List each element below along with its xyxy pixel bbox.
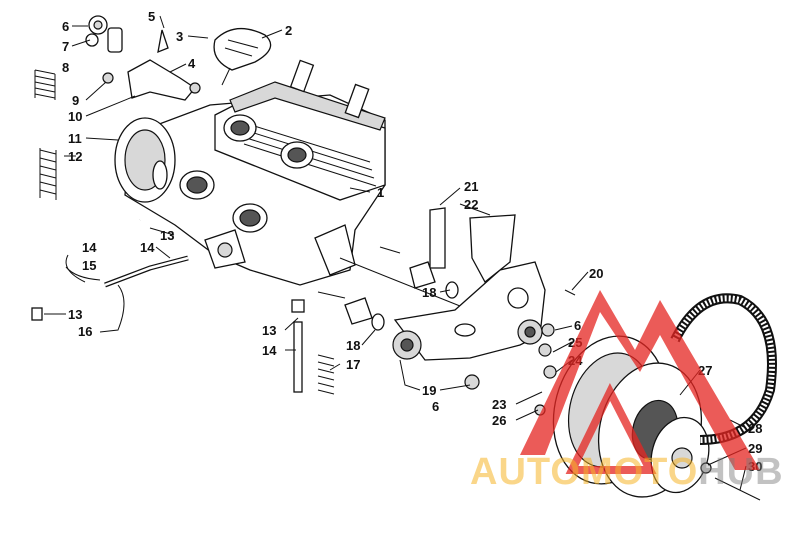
spring-part-12 bbox=[39, 148, 57, 200]
callout-6-repeat: 6 bbox=[432, 399, 439, 414]
callout-22: 22 bbox=[464, 197, 478, 212]
callout-7: 7 bbox=[62, 39, 69, 54]
watermark-logo-icon bbox=[520, 290, 760, 474]
callout-11: 11 bbox=[68, 131, 82, 146]
callout-6-repeat: 6 bbox=[574, 318, 581, 333]
hoses bbox=[31, 219, 335, 395]
bracket-part bbox=[127, 59, 196, 101]
callout-13-repeat: 13 bbox=[68, 307, 82, 322]
callout-8: 8 bbox=[62, 60, 69, 75]
callout-16: 16 bbox=[78, 324, 92, 339]
callout-20: 20 bbox=[589, 266, 603, 281]
callout-1: 1 bbox=[377, 185, 384, 200]
callout-26: 26 bbox=[492, 413, 506, 428]
callout-9: 9 bbox=[72, 93, 79, 108]
callout-14-repeat: 14 bbox=[140, 240, 155, 255]
mounting-plate bbox=[317, 207, 576, 416]
watermark-text-part2: HUB bbox=[698, 451, 784, 493]
spring-part bbox=[34, 69, 56, 100]
callout-3: 3 bbox=[176, 29, 183, 44]
callout-5: 5 bbox=[148, 9, 155, 24]
hose-part bbox=[293, 321, 303, 393]
callout-6: 6 bbox=[62, 19, 69, 34]
callout-4: 4 bbox=[188, 56, 196, 71]
callout-14: 14 bbox=[82, 240, 97, 255]
callout-14-repeat: 14 bbox=[262, 343, 277, 358]
callout-29: 29 bbox=[748, 441, 762, 456]
starter-handle bbox=[213, 28, 272, 86]
callout-19: 19 bbox=[422, 383, 436, 398]
callout-17: 17 bbox=[346, 357, 360, 372]
callout-28: 28 bbox=[748, 421, 762, 436]
callout-10: 10 bbox=[68, 109, 82, 124]
filter-part bbox=[107, 27, 123, 53]
callout-13-repeat: 13 bbox=[262, 323, 276, 338]
callout-18-repeat: 18 bbox=[346, 338, 360, 353]
callout-18: 18 bbox=[422, 285, 436, 300]
watermark-text: AUTOMOTOHUB bbox=[470, 452, 784, 492]
callout-23: 23 bbox=[492, 397, 506, 412]
engine-assembly bbox=[114, 59, 471, 311]
callout-13: 13 bbox=[160, 228, 174, 243]
bolt-part bbox=[157, 29, 169, 54]
callout-2: 2 bbox=[285, 23, 292, 38]
callout-21: 21 bbox=[464, 179, 478, 194]
drive-belt bbox=[670, 293, 777, 445]
callout-12: 12 bbox=[68, 149, 82, 164]
callout-15: 15 bbox=[82, 258, 96, 273]
watermark-text-part1: AUTOMOTO bbox=[470, 451, 699, 493]
